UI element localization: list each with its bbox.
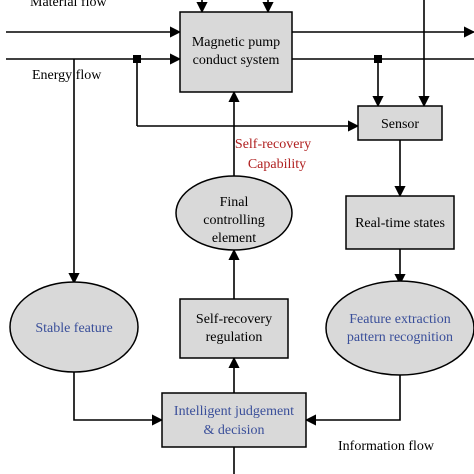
feature-to-judgement-arrow: [304, 375, 401, 426]
regulation-box: [179, 298, 289, 359]
realtime-box: [345, 195, 455, 250]
stable-to-judgement-arrow: [73, 372, 164, 426]
pump-box: [179, 11, 293, 93]
information-flow-label: Information flow: [338, 439, 435, 454]
junction-left: [133, 55, 141, 63]
stable-label: Stable feature: [35, 321, 112, 336]
regulation-label-1: Self-recovery: [196, 312, 272, 327]
pump-label-2: conduct system: [193, 53, 280, 68]
material-flow-label: Material flow: [30, 0, 107, 10]
feature-label-1: Feature extraction: [349, 312, 450, 327]
judgement-label-2: & decision: [203, 423, 264, 438]
final-label-3: element: [212, 231, 256, 246]
feature-extraction-ellipse: [325, 280, 474, 376]
judgement-box: [161, 392, 307, 448]
sensor-label: Sensor: [381, 117, 419, 132]
final-label-2: controlling: [203, 213, 264, 228]
junction-right: [374, 55, 382, 63]
capability-label-2: Capability: [248, 157, 306, 172]
pump-label-1: Magnetic pump: [192, 35, 280, 50]
feature-label-2: pattern recognition: [347, 330, 453, 345]
capability-label-1: Self-recovery: [235, 137, 311, 152]
sensor-box: [357, 105, 443, 141]
regulation-label-2: regulation: [206, 330, 263, 345]
realtime-label: Real-time states: [355, 216, 445, 231]
energy-flow-label: Energy flow: [32, 68, 102, 83]
stable-feature-ellipse: [9, 281, 139, 373]
final-label-1: Final: [220, 195, 249, 210]
judgement-label-1: Intelligent judgement: [174, 404, 294, 419]
final-element-ellipse: [175, 175, 293, 251]
